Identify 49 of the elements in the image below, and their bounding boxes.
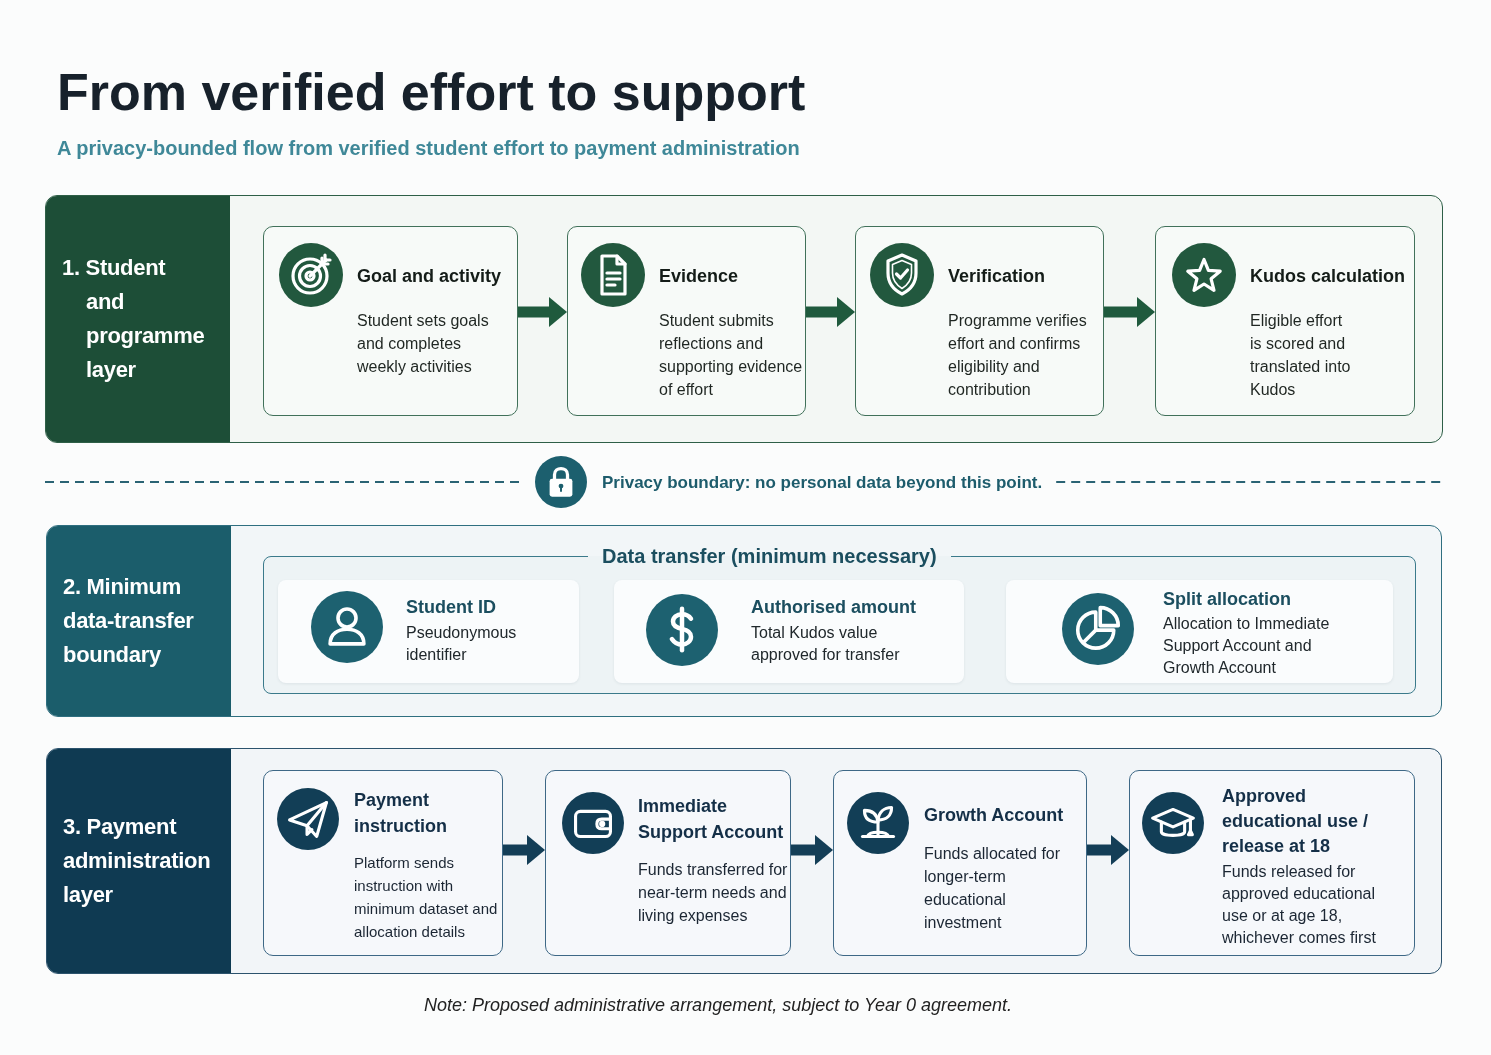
card-description: Eligible effort is scored and translated into Kudos xyxy=(1250,311,1352,400)
process-card xyxy=(567,226,806,416)
card-title: Student ID xyxy=(406,596,497,619)
card-description: Total Kudos value approved for transfer xyxy=(751,623,901,665)
process-card xyxy=(545,770,791,956)
footnote: Note: Proposed administrative arrangement, subject to Year 0 agreement. xyxy=(424,994,1012,1017)
process-card xyxy=(263,226,518,416)
layer-title: 3. Payment administration layer xyxy=(63,813,212,909)
process-card xyxy=(833,770,1087,956)
flow-arrow xyxy=(518,297,567,327)
boundary-note: Privacy boundary: no personal data beyond this point. xyxy=(602,472,1043,494)
process-card xyxy=(263,770,503,956)
card-title: Evidence xyxy=(659,265,740,288)
subtitle: A privacy-bounded flow from verified student effort to payment administration xyxy=(57,136,800,160)
process-card xyxy=(1155,226,1415,416)
data-item-card xyxy=(278,580,579,683)
card-title: Goal and activity xyxy=(357,265,503,288)
layer-panel xyxy=(46,748,1442,974)
card-description: Student sets goals and completes weekly activities xyxy=(357,311,490,377)
card-description: Allocation to Immediate Support Account and Growth Account xyxy=(1163,614,1331,678)
diagram-title: From verified effort to support xyxy=(57,62,806,122)
card-title: Payment instruction xyxy=(354,789,448,838)
flow-arrow xyxy=(1104,297,1155,327)
card-description: Student submits reflections and supporting evidence of effort xyxy=(659,311,804,400)
flow-arrow xyxy=(791,835,833,865)
card-title: Verification xyxy=(948,265,1047,288)
card-description: Platform sends instruction with minimum dataset and allocation details xyxy=(354,853,499,942)
card-title: Growth Account xyxy=(924,804,1065,827)
data-item-card xyxy=(1006,580,1393,683)
flow-arrow xyxy=(1087,835,1129,865)
card-description: Funds transferred for near-term needs and living expenses xyxy=(638,860,788,926)
layer-title: 2. Minimum data-transfer boundary xyxy=(63,573,195,669)
card-description: Programme verifies effort and confirms eligibility and contribution xyxy=(948,311,1088,400)
card-title: Authorised amount xyxy=(751,596,917,619)
layer-panel xyxy=(45,195,1443,443)
process-card xyxy=(1129,770,1415,956)
card-description: Funds released for approved educational use or at age 18, whichever comes first xyxy=(1222,862,1377,948)
flow-arrow xyxy=(503,835,545,865)
data-item-card xyxy=(614,580,964,683)
flow-arrow xyxy=(806,297,855,327)
card-description: Pseudonymous identifier xyxy=(406,623,518,665)
card-title: Split allocation xyxy=(1163,588,1292,611)
process-card xyxy=(855,226,1104,416)
layer-title: 1. Student and programme layer xyxy=(62,254,206,384)
card-title: Approved educational use / release at 18 xyxy=(1222,785,1370,858)
card-title: Kudos calculation xyxy=(1250,265,1407,288)
card-description: Funds allocated for longer-term educational investment xyxy=(924,844,1062,933)
layer-panel xyxy=(46,525,1442,717)
card-title: Immediate Support Account xyxy=(638,795,785,844)
